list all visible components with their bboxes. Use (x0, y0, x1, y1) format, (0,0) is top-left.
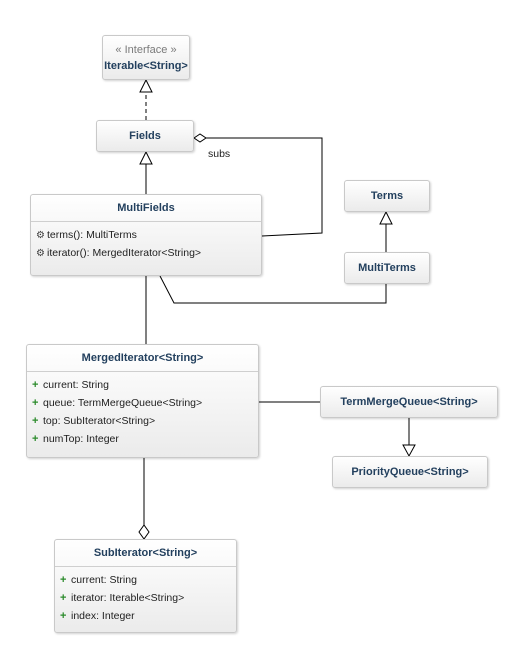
attribute-text: index: Integer (71, 610, 135, 622)
class-name: Fields (129, 130, 161, 142)
operation-icon: ⚙ (36, 248, 45, 259)
class-priorityqueue[interactable]: PriorityQueue<String> (332, 456, 488, 488)
attribute-row[interactable]: + numTop: Integer (32, 430, 258, 448)
class-multifields[interactable]: MultiFields ⚙terms(): MultiTerms ⚙iterat… (30, 194, 262, 276)
generalization-arrowhead (139, 150, 153, 165)
class-subiterator[interactable]: SubIterator<String> + current: String + it… (54, 539, 237, 633)
class-name: MultiFields (117, 202, 175, 214)
stereotype-label: « Interface » (115, 44, 177, 56)
attribute-row[interactable]: + top: SubIterator<String> (32, 412, 258, 430)
operation-row[interactable]: ⚙iterator(): MergedIterator<String> (36, 244, 261, 262)
attribute-text: current: String (43, 379, 109, 391)
class-termmergequeue[interactable]: TermMergeQueue<String> (320, 386, 498, 418)
public-attribute-icon: + (60, 574, 67, 586)
attribute-text: queue: TermMergeQueue<String> (43, 397, 203, 409)
class-name: TermMergeQueue<String> (340, 396, 478, 408)
subs-role-label: subs (208, 148, 231, 160)
attribute-row[interactable]: + current: String (60, 571, 236, 589)
attribute-text: top: SubIterator<String> (43, 415, 156, 427)
class-name: MergedIterator<String> (81, 352, 204, 364)
class-terms[interactable]: Terms (344, 180, 430, 212)
class-name: Iterable<String> (104, 60, 188, 72)
public-attribute-icon: + (60, 592, 67, 604)
operation-icon: ⚙ (36, 230, 45, 241)
attribute-row[interactable]: + current: String (32, 376, 258, 394)
attribute-text: current: String (71, 574, 137, 586)
generalization-arrowhead (379, 210, 393, 225)
operation-signature: terms(): MultiTerms (47, 229, 137, 241)
operation-row[interactable]: ⚙terms(): MultiTerms (36, 226, 261, 244)
class-name: PriorityQueue<String> (351, 466, 469, 478)
attribute-text: numTop: Integer (43, 433, 119, 445)
operation-signature: iterator(): MergedIterator<String> (47, 247, 202, 259)
class-name: Terms (370, 190, 404, 202)
public-attribute-icon: + (60, 610, 67, 622)
class-iterable[interactable]: « Interface » Iterable<String> (102, 35, 190, 80)
public-attribute-icon: + (32, 415, 39, 427)
class-mergediterator[interactable]: MergedIterator<String> +current: String … (26, 344, 259, 458)
class-name: SubIterator<String> (93, 547, 198, 559)
aggregation-diamond (138, 524, 150, 540)
realization-arrowhead (139, 78, 153, 93)
attribute-row[interactable]: + iterator: Iterable<String> (60, 589, 236, 607)
class-multiterms[interactable]: MultiTerms (344, 252, 430, 284)
class-name: MultiTerms (358, 262, 416, 274)
generalization-arrowhead (402, 444, 416, 458)
public-attribute-icon: + (32, 379, 39, 391)
public-attribute-icon: + (32, 433, 39, 445)
aggregation-diamond (193, 133, 207, 143)
attribute-row[interactable]: + index: Integer (60, 607, 236, 625)
attribute-row[interactable]: + queue: TermMergeQueue<String> (32, 394, 258, 412)
public-attribute-icon: + (32, 397, 39, 409)
attribute-text: iterator: Iterable<String> (71, 592, 185, 604)
class-fields[interactable]: Fields (96, 120, 194, 152)
